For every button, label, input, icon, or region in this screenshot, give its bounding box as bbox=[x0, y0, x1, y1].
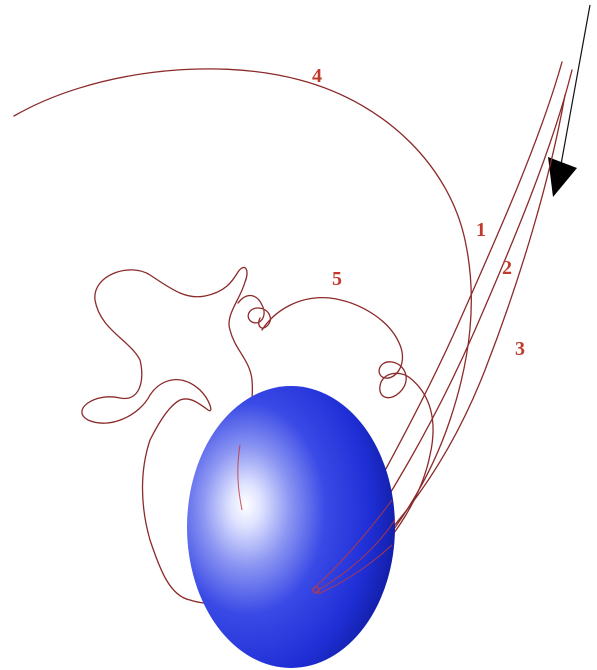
arrow-head-icon bbox=[548, 157, 577, 197]
label-trajectory-3: 3 bbox=[515, 338, 525, 360]
label-trajectory-4: 4 bbox=[312, 65, 322, 87]
sphere bbox=[187, 386, 395, 668]
label-trajectory-5: 5 bbox=[332, 268, 342, 290]
incoming-line bbox=[560, 5, 590, 170]
label-trajectory-1: 1 bbox=[476, 219, 486, 241]
label-trajectory-2: 2 bbox=[502, 257, 512, 279]
